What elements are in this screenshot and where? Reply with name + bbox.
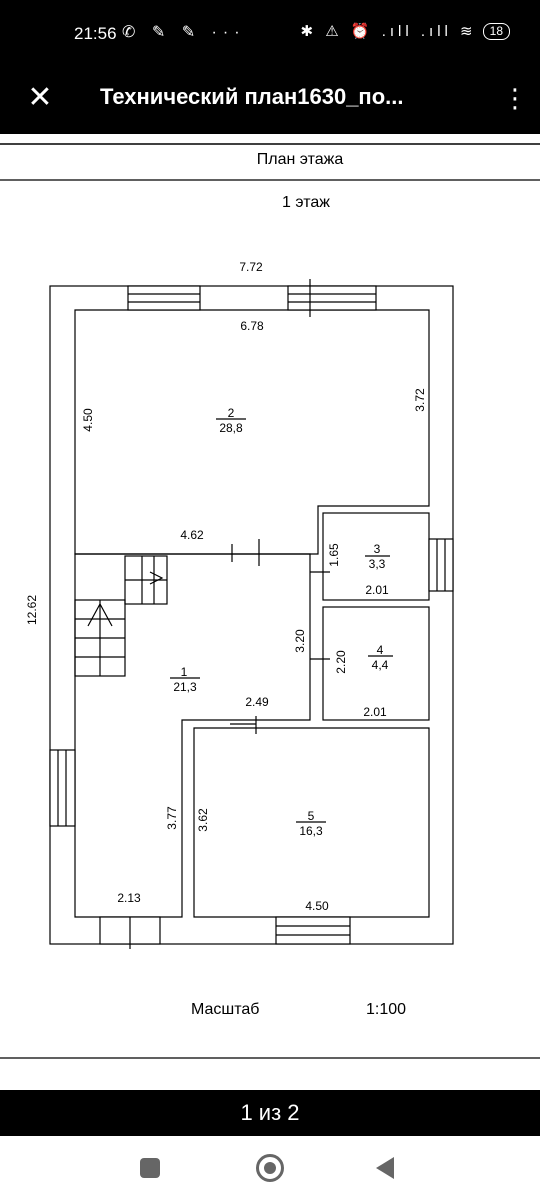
more-options-icon[interactable]: ⋮ [502,83,528,113]
recents-icon[interactable] [140,1158,160,1178]
dim-r1-right: 3.20 [293,629,307,653]
dim-r4-height: 2.20 [334,650,348,674]
dim-r3-height: 1.65 [327,543,341,567]
status-bar: 21:56 ✆ ✎ ✎ ··· ✱ ⚠ ⏰ .ıll .ıll ≋ 18 [0,0,540,68]
room-5-number: 5 [308,809,315,823]
dim-r3-width: 2.01 [365,583,389,597]
room-2-number: 2 [228,406,235,420]
room-3-number: 3 [374,542,381,556]
dim-r2-width: 6.78 [240,319,264,333]
dim-r5-top: 2.49 [245,695,269,709]
dim-r2-left: 4.50 [81,408,95,432]
dim-r5-left: 3.62 [196,808,210,832]
system-icons: ✱ ⚠ ⏰ .ıll .ıll ≋ 18 [301,22,510,40]
dim-outer-height: 12.62 [25,595,39,625]
page-indicator: 1 из 2 [240,1100,300,1125]
dim-r1-lower: 3.77 [165,806,179,830]
room-2-area: 28,8 [219,421,243,435]
dim-r1-top: 4.62 [180,528,204,542]
scale-label: Масштаб [191,1001,259,1018]
room-4-area: 4,4 [372,658,389,672]
room-3-area: 3,3 [369,557,386,571]
floor-plan: План этажа 1 этаж 7.72 6.78 4.50 3.72 4.… [0,143,540,1059]
room-4-number: 4 [377,643,384,657]
plan-heading: План этажа [257,151,344,168]
dim-outer-width: 7.72 [239,260,263,274]
back-icon[interactable] [376,1157,394,1179]
close-icon[interactable]: ✕ [27,81,53,114]
app-bar: ✕ Технический план1630_по... ⋮ [0,68,540,134]
document-title: Технический план1630_по... [100,84,404,109]
dim-r2-right: 3.72 [413,388,427,412]
home-icon[interactable] [256,1154,284,1182]
document-page[interactable]: План этажа 1 этаж 7.72 6.78 4.50 3.72 4.… [0,134,540,1089]
battery-icon: 18 [482,22,510,40]
dim-r1-bottom: 2.13 [117,891,141,905]
system-nav-bar [0,1136,540,1200]
status-time: 21:56 [74,24,117,43]
floor-label: 1 этаж [282,194,330,211]
dim-r4-width: 2.01 [363,705,387,719]
page-indicator-bar: 1 из 2 [0,1090,540,1136]
signal-icons: ✱ ⚠ ⏰ .ıll .ıll ≋ [300,23,477,40]
room-1-number: 1 [181,665,188,679]
room-1-area: 21,3 [173,680,197,694]
notification-icons: ✆ ✎ ✎ ··· [122,24,246,41]
room-5-area: 16,3 [299,824,323,838]
dim-r5-bottom: 4.50 [305,899,329,913]
scale-value: 1:100 [366,1001,406,1018]
